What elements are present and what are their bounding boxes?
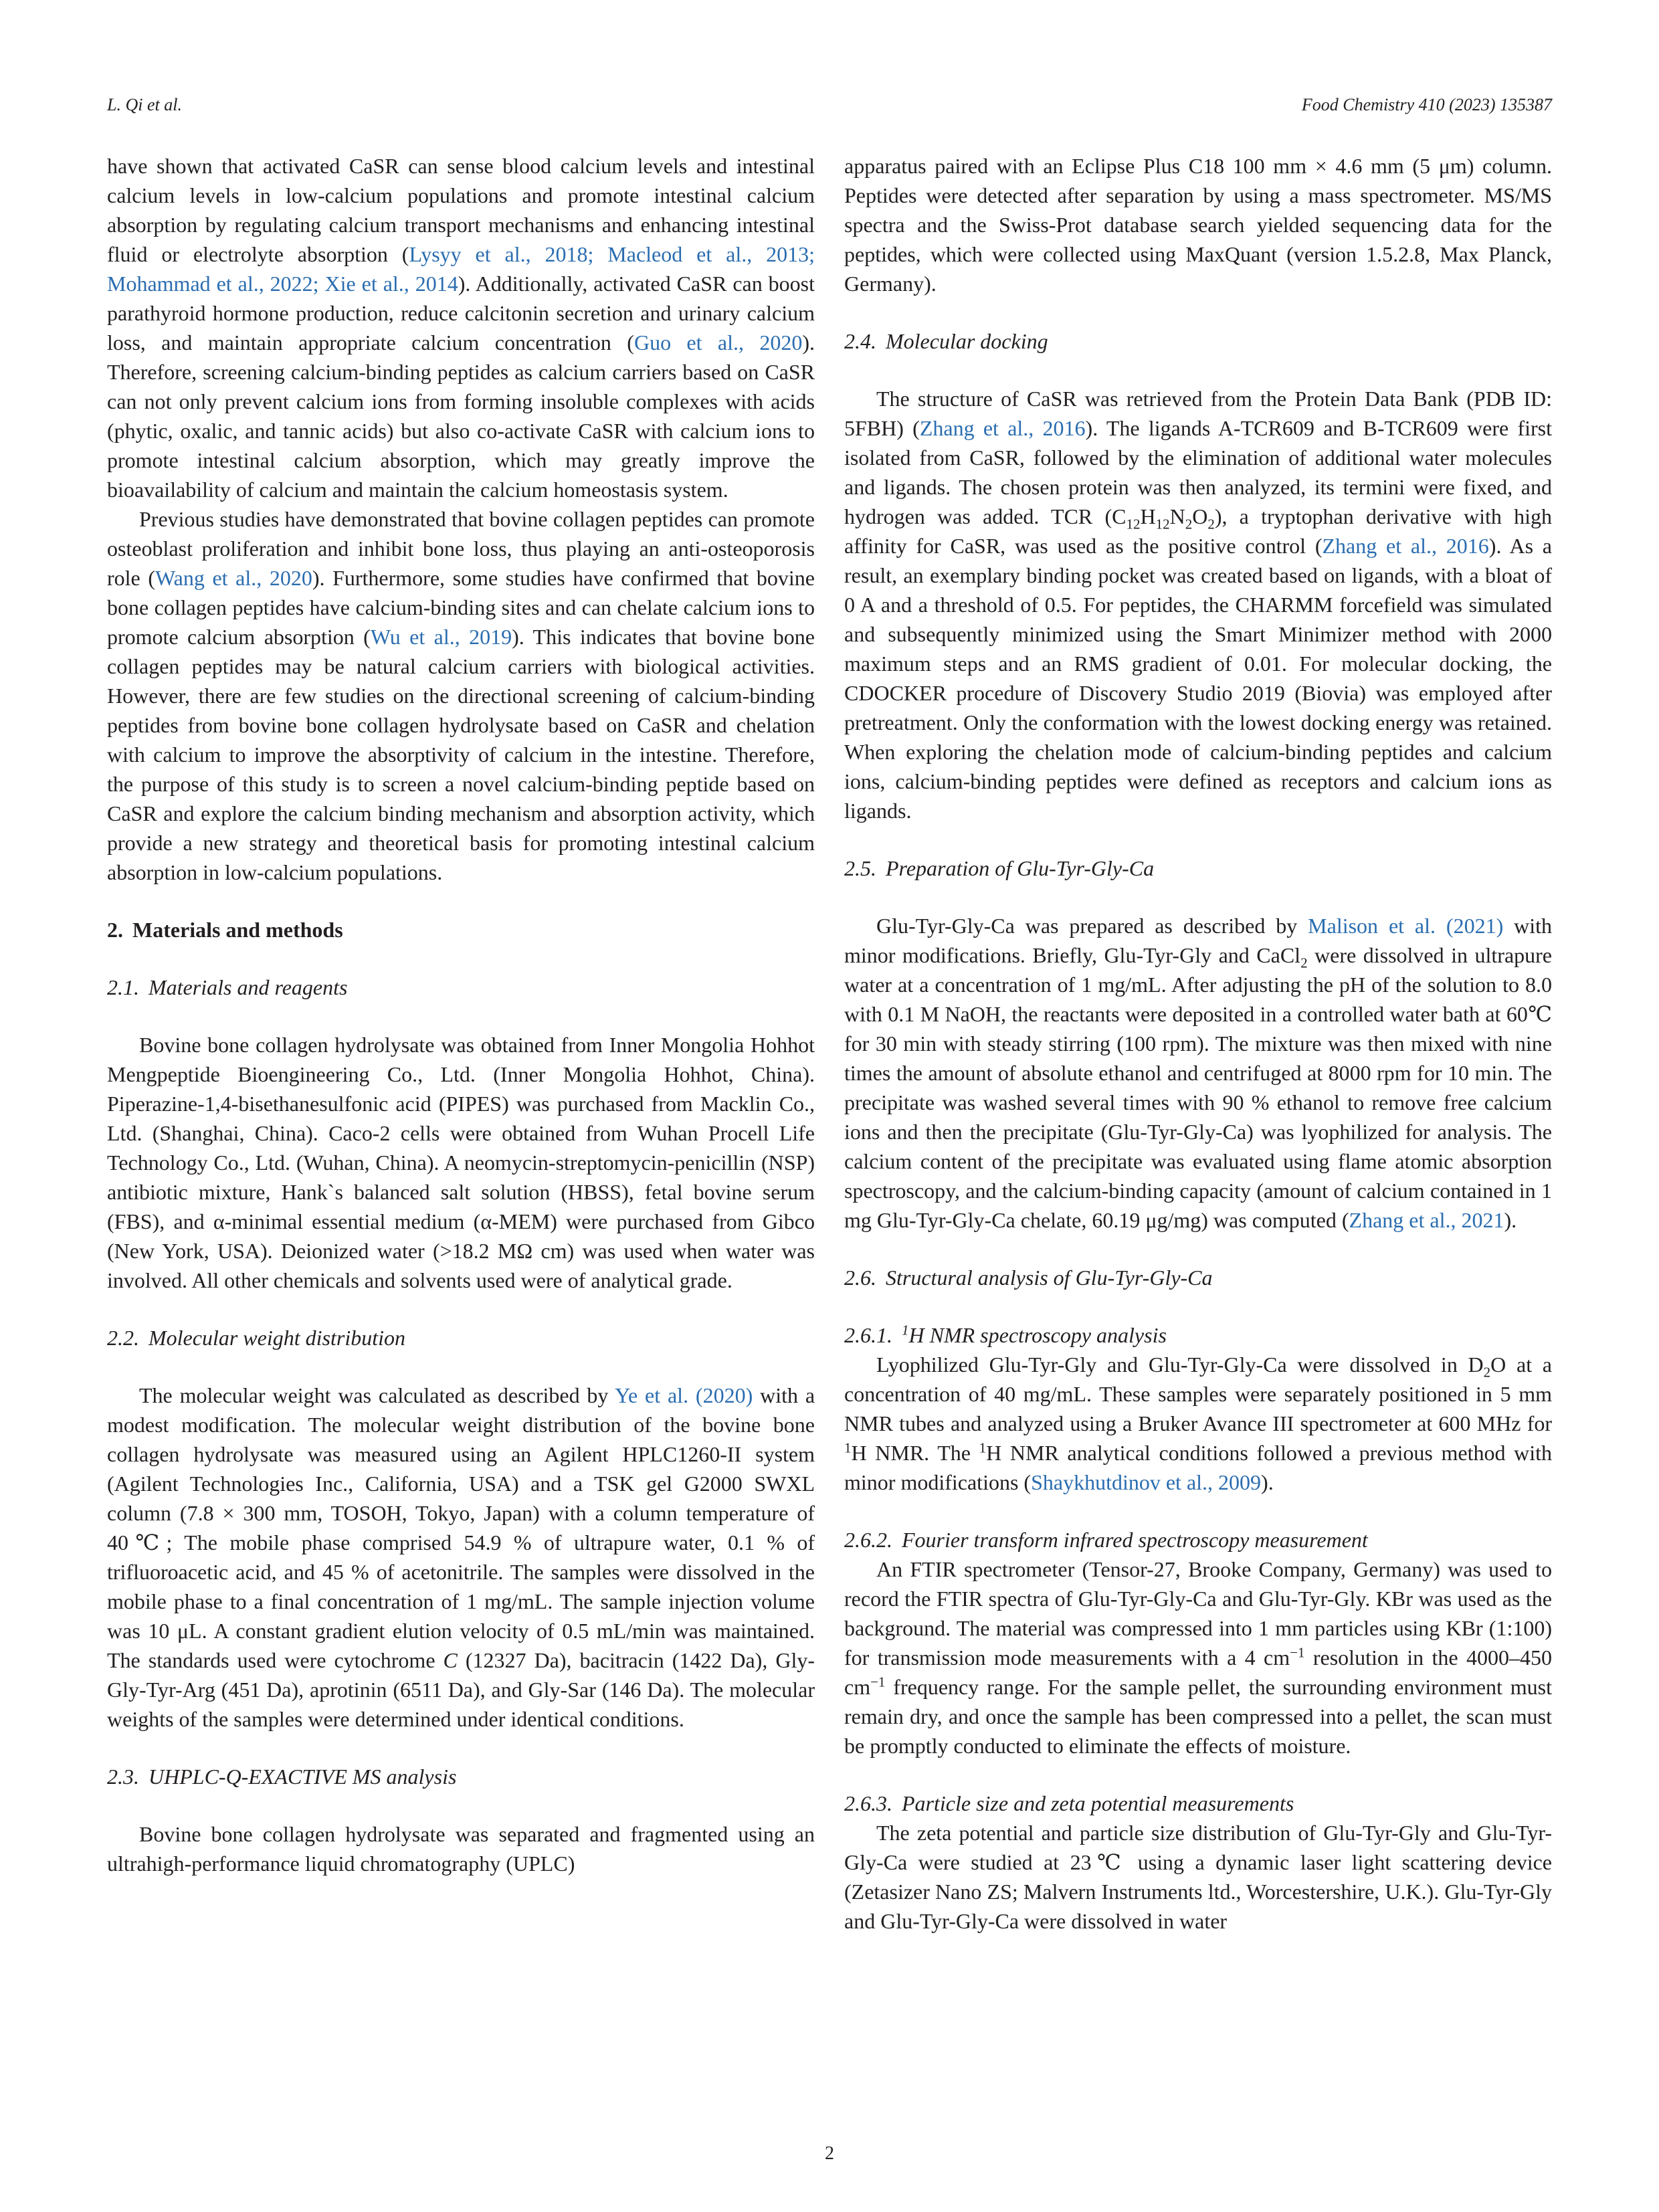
paragraph-intro-2: Previous studies have demonstrated that … [107,507,815,884]
paragraph-uhplc-continued: apparatus paired with an Eclipse Plus C1… [844,154,1552,296]
citation-link[interactable]: Malison et al. (2021) [1308,914,1504,938]
right-column: apparatus paired with an Eclipse Plus C1… [844,151,1552,1936]
paragraph-ftir: An FTIR spectrometer (Tensor-27, Brooke … [844,1557,1553,1758]
subsubsection-heading-2-6-3: 2.6.3.Particle size and zeta potential m… [844,1791,1294,1815]
paragraph-nmr: Lyophilized Glu-Tyr-Gly and Glu-Tyr-Gly-… [844,1352,1553,1494]
citation-link[interactable]: Shaykhutdinov et al., 2009 [1031,1470,1262,1494]
subsection-heading-2-3: 2.3.UHPLC-Q-EXACTIVE MS analysis [107,1765,457,1789]
paragraph-intro-continued: have shown that activated CaSR can sense… [107,154,815,502]
citation-link[interactable]: Wang et al., 2020 [155,566,312,590]
paragraph-molecular-weight: The molecular weight was calculated as d… [107,1383,815,1731]
page-number: 2 [825,2143,834,2164]
citation-link[interactable]: Zhang et al., 2021 [1349,1208,1504,1232]
running-header-authors: L. Qi et al. [107,95,182,114]
citation-link[interactable]: Wu et al., 2019 [370,625,512,649]
paragraph-docking: The structure of CaSR was retrieved from… [844,387,1553,823]
subsection-heading-2-4: 2.4.Molecular docking [844,329,1048,353]
paragraph-zeta: The zeta potential and particle size dis… [844,1821,1552,1933]
subsection-heading-2-2: 2.2.Molecular weight distribution [107,1326,405,1350]
subsection-heading-2-6: 2.6.Structural analysis of Glu-Tyr-Gly-C… [844,1266,1213,1290]
paragraph-uhplc: Bovine bone collagen hydrolysate was sep… [107,1822,815,1876]
citation-link[interactable]: Guo et al., 2020 [633,330,803,355]
subsubsection-heading-2-6-2: 2.6.2.Fourier transform infrared spectro… [844,1528,1368,1552]
citation-link[interactable]: Ye et al. (2020) [615,1383,753,1407]
left-column: have shown that activated CaSR can sense… [107,151,815,1878]
subsubsection-heading-2-6-1: 2.6.1.1H NMR spectroscopy analysis [844,1322,1167,1347]
citation-link[interactable]: Lysyy et al., 2018; Macleod et al., 2013… [107,242,815,296]
citation-link[interactable]: Zhang et al., 2016 [919,416,1086,440]
paragraph-materials: Bovine bone collagen hydrolysate was obt… [107,1033,815,1292]
citation-link[interactable]: Zhang et al., 2016 [1322,534,1489,558]
running-header-journal: Food Chemistry 410 (2023) 135387 [1301,95,1552,114]
subsection-heading-2-5: 2.5.Preparation of Glu-Tyr-Gly-Ca [844,856,1155,880]
paragraph-preparation: Glu-Tyr-Gly-Ca was prepared as described… [844,914,1553,1232]
section-heading-materials-methods: 2.Materials and methods [107,918,343,942]
subsection-heading-2-1: 2.1.Materials and reagents [107,975,348,999]
